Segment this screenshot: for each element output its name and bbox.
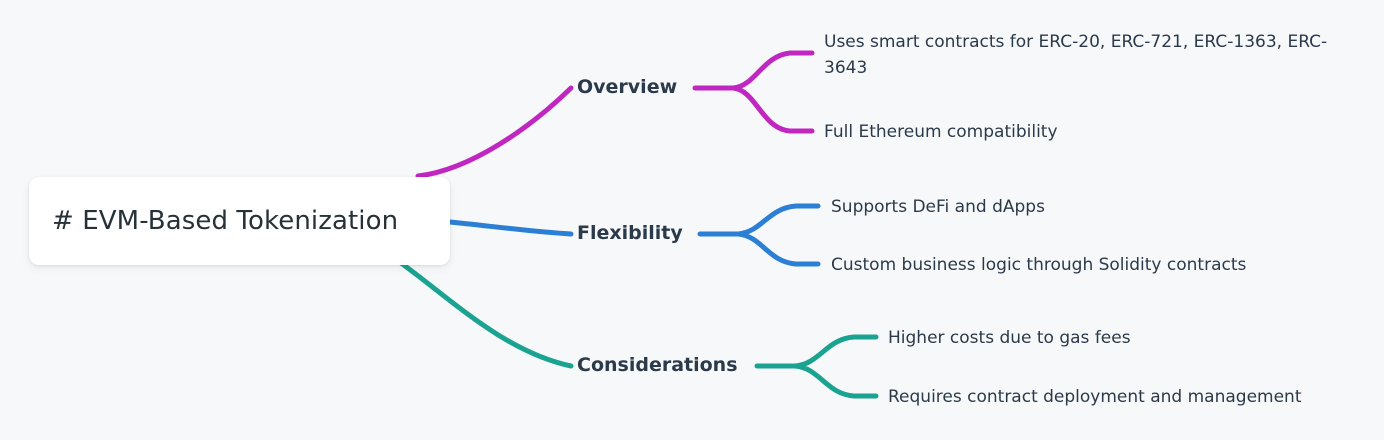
edge-root-to-flexibility	[447, 219, 574, 237]
root-node-label: # EVM-Based Tokenization	[52, 206, 399, 236]
edge-flexibility-to-leaf-1	[735, 203, 821, 237]
edge-considerations-to-leaf-2	[792, 363, 879, 399]
leaf-node-flexibility-2[interactable]: Custom business logic through Solidity c…	[831, 255, 1247, 275]
branch-node-flexibility[interactable]: Flexibility	[577, 222, 683, 244]
leaf-node-considerations-1[interactable]: Higher costs due to gas fees	[888, 328, 1131, 348]
edge-root-to-considerations	[398, 260, 574, 369]
edge-overview-to-leaf-1	[730, 50, 815, 91]
leaf-node-flexibility-1[interactable]: Supports DeFi and dApps	[831, 197, 1045, 217]
leaf-node-considerations-2[interactable]: Requires contract deployment and managem…	[888, 387, 1302, 407]
branch-node-considerations[interactable]: Considerations	[577, 354, 738, 376]
leaf-node-overview-1[interactable]: Uses smart contracts for ERC-20, ERC-721…	[824, 32, 1328, 78]
leaf-node-overview-2[interactable]: Full Ethereum compatibility	[824, 122, 1058, 142]
edge-overview-to-leaf-2	[730, 85, 815, 134]
edge-flexibility-to-leaf-2	[735, 231, 821, 267]
edge-considerations-to-leaf-1	[792, 334, 879, 369]
edge-root-to-overview	[415, 85, 574, 179]
branch-node-overview[interactable]: Overview	[577, 76, 678, 98]
root-node[interactable]: # EVM-Based Tokenization	[29, 177, 450, 265]
